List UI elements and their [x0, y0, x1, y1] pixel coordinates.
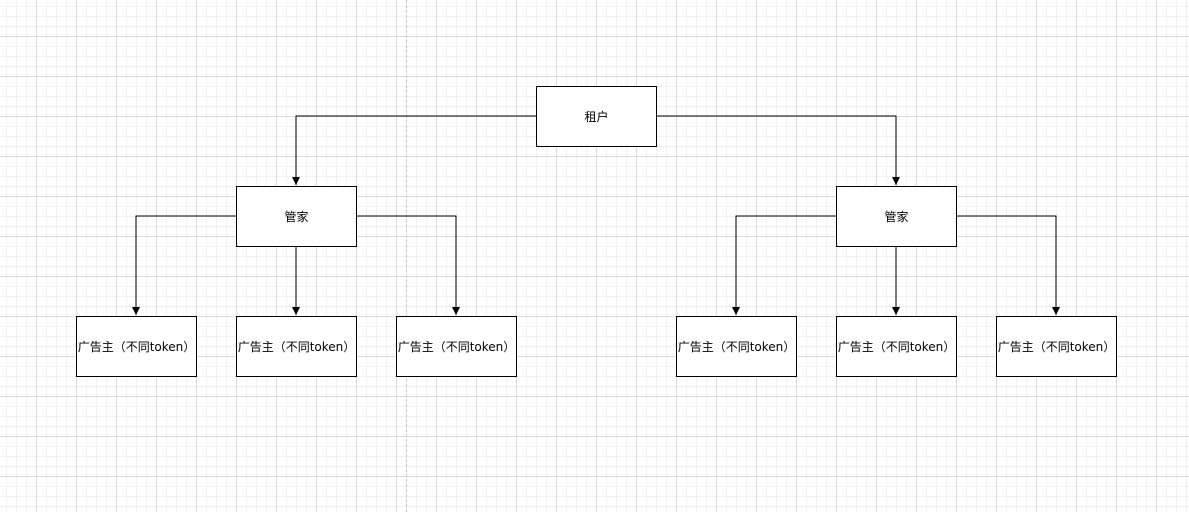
advertiser-node[interactable]: 广告主（不同token）	[996, 316, 1117, 377]
tenant-node[interactable]: 租户	[536, 86, 657, 147]
edge-root-to-manager-right[interactable]	[656, 115, 900, 185]
edge-manager-left-to-advertiser-3[interactable]	[356, 215, 460, 315]
advertiser-node[interactable]: 广告主（不同token）	[236, 316, 357, 377]
advertiser-node[interactable]: 广告主（不同token）	[396, 316, 517, 377]
edge-manager-right-to-advertiser-1[interactable]	[732, 215, 836, 315]
edge-root-to-manager-left[interactable]	[292, 115, 536, 185]
advertiser-node-label: 广告主（不同token）	[77, 340, 196, 354]
tenant-node-label: 租户	[584, 110, 609, 124]
advertiser-node-label: 广告主（不同token）	[837, 340, 956, 354]
advertiser-node-label: 广告主（不同token）	[397, 340, 516, 354]
advertiser-node[interactable]: 广告主（不同token）	[76, 316, 197, 377]
edge-manager-right-to-advertiser-3[interactable]	[956, 215, 1060, 315]
advertiser-node-label: 广告主（不同token）	[997, 340, 1116, 354]
page-boundary-line	[406, 0, 407, 512]
advertiser-node[interactable]: 广告主（不同token）	[676, 316, 797, 377]
manager-node-label: 管家	[884, 210, 909, 224]
manager-node-label: 管家	[284, 210, 309, 224]
edge-manager-left-to-advertiser-1[interactable]	[132, 215, 236, 315]
manager-node-left[interactable]: 管家	[236, 186, 357, 247]
manager-node-right[interactable]: 管家	[836, 186, 957, 247]
advertiser-node-label: 广告主（不同token）	[237, 340, 356, 354]
advertiser-node-label: 广告主（不同token）	[677, 340, 796, 354]
advertiser-node[interactable]: 广告主（不同token）	[836, 316, 957, 377]
